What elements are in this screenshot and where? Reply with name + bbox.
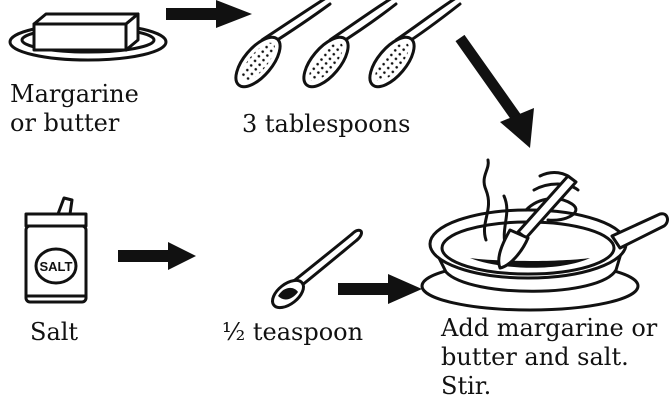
label-tablespoons: 3 tablespoons <box>242 110 410 139</box>
label-instruction-line-3: Stir. <box>441 372 657 401</box>
arrow-teaspoon-to-pan <box>338 274 422 304</box>
salt-can-label: SALT <box>40 259 73 274</box>
label-margarine-line-2: or butter <box>10 109 139 138</box>
label-instruction: Add margarine or butter and salt. Stir. <box>441 314 657 401</box>
label-margarine-line-1: Margarine <box>10 80 139 109</box>
label-teaspoon: ½ teaspoon <box>222 318 363 347</box>
frying-pan-icon <box>422 160 667 310</box>
margarine-plate-icon <box>10 14 166 60</box>
arrow-salt-to-teaspoon <box>118 242 196 270</box>
arrow-spoons-to-pan <box>460 38 534 148</box>
label-salt: Salt <box>30 318 78 347</box>
label-margarine: Margarine or butter <box>10 80 139 138</box>
arrow-margarine-to-spoons <box>166 0 252 28</box>
tablespoon-icon-3 <box>362 0 460 94</box>
salt-shaker-icon: SALT <box>26 198 86 302</box>
label-instruction-line-2: butter and salt. <box>441 343 657 372</box>
label-instruction-line-1: Add margarine or <box>441 314 657 343</box>
teaspoon-icon <box>268 230 362 313</box>
